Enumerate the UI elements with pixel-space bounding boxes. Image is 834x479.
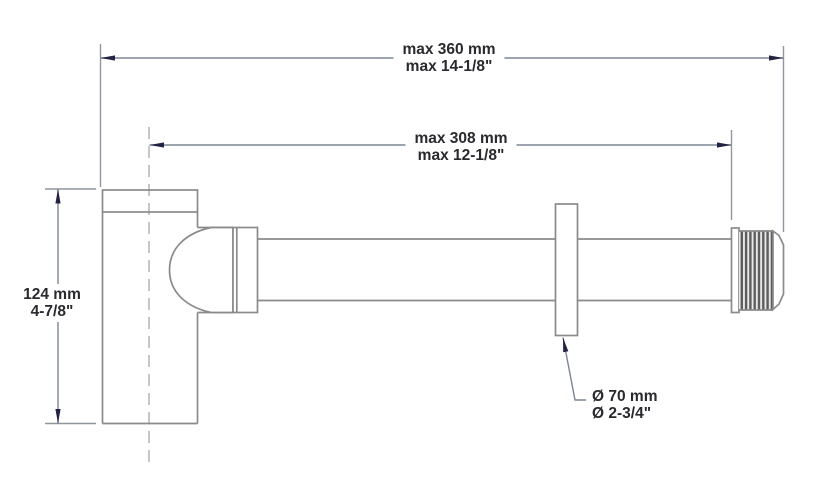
flange-leader-line <box>562 337 586 401</box>
leader-flange-diameter <box>562 337 586 401</box>
flange-label-mm: Ø 70 mm <box>592 388 658 405</box>
pipe-arrow-left <box>149 142 164 148</box>
dimension-label-height: 124 mm 4-7/8" <box>14 284 90 322</box>
horizontal-pipe <box>257 238 732 302</box>
pipe-arrow-right <box>717 142 732 148</box>
dimension-label-overall: max 360 mm max 14-1/8" <box>393 39 505 77</box>
outlet-connection <box>168 226 259 314</box>
thread-collar <box>730 227 740 314</box>
overall-arrow-left <box>100 55 115 61</box>
height-label-mm: 124 mm <box>23 286 81 303</box>
overall-label-mm: max 360 mm <box>402 41 496 58</box>
outlet-dome <box>168 226 234 314</box>
wall-flange <box>554 203 579 337</box>
pipe-label-mm: max 308 mm <box>414 130 508 147</box>
height-arrow-top <box>55 189 61 204</box>
flange-leader-arrow <box>563 337 569 353</box>
height-arrow-bottom <box>55 409 61 424</box>
threaded-tailpiece <box>730 227 785 314</box>
dimension-label-pipe: max 308 mm max 12-1/8" <box>405 128 517 166</box>
trap-body <box>101 189 199 425</box>
tailpiece-end-cap <box>772 229 785 312</box>
overall-label-inch: max 14-1/8" <box>405 58 493 75</box>
thread-lines <box>740 231 774 310</box>
dimension-label-flange-diameter: Ø 70 mm Ø 2-3/4" <box>592 388 657 422</box>
flange-label-inch: Ø 2-3/4" <box>592 405 652 422</box>
pipe-label-inch: max 12-1/8" <box>417 147 505 164</box>
height-label-inch: 4-7/8" <box>30 303 74 320</box>
overall-arrow-right <box>769 55 784 61</box>
trap-body-cap <box>101 189 199 213</box>
